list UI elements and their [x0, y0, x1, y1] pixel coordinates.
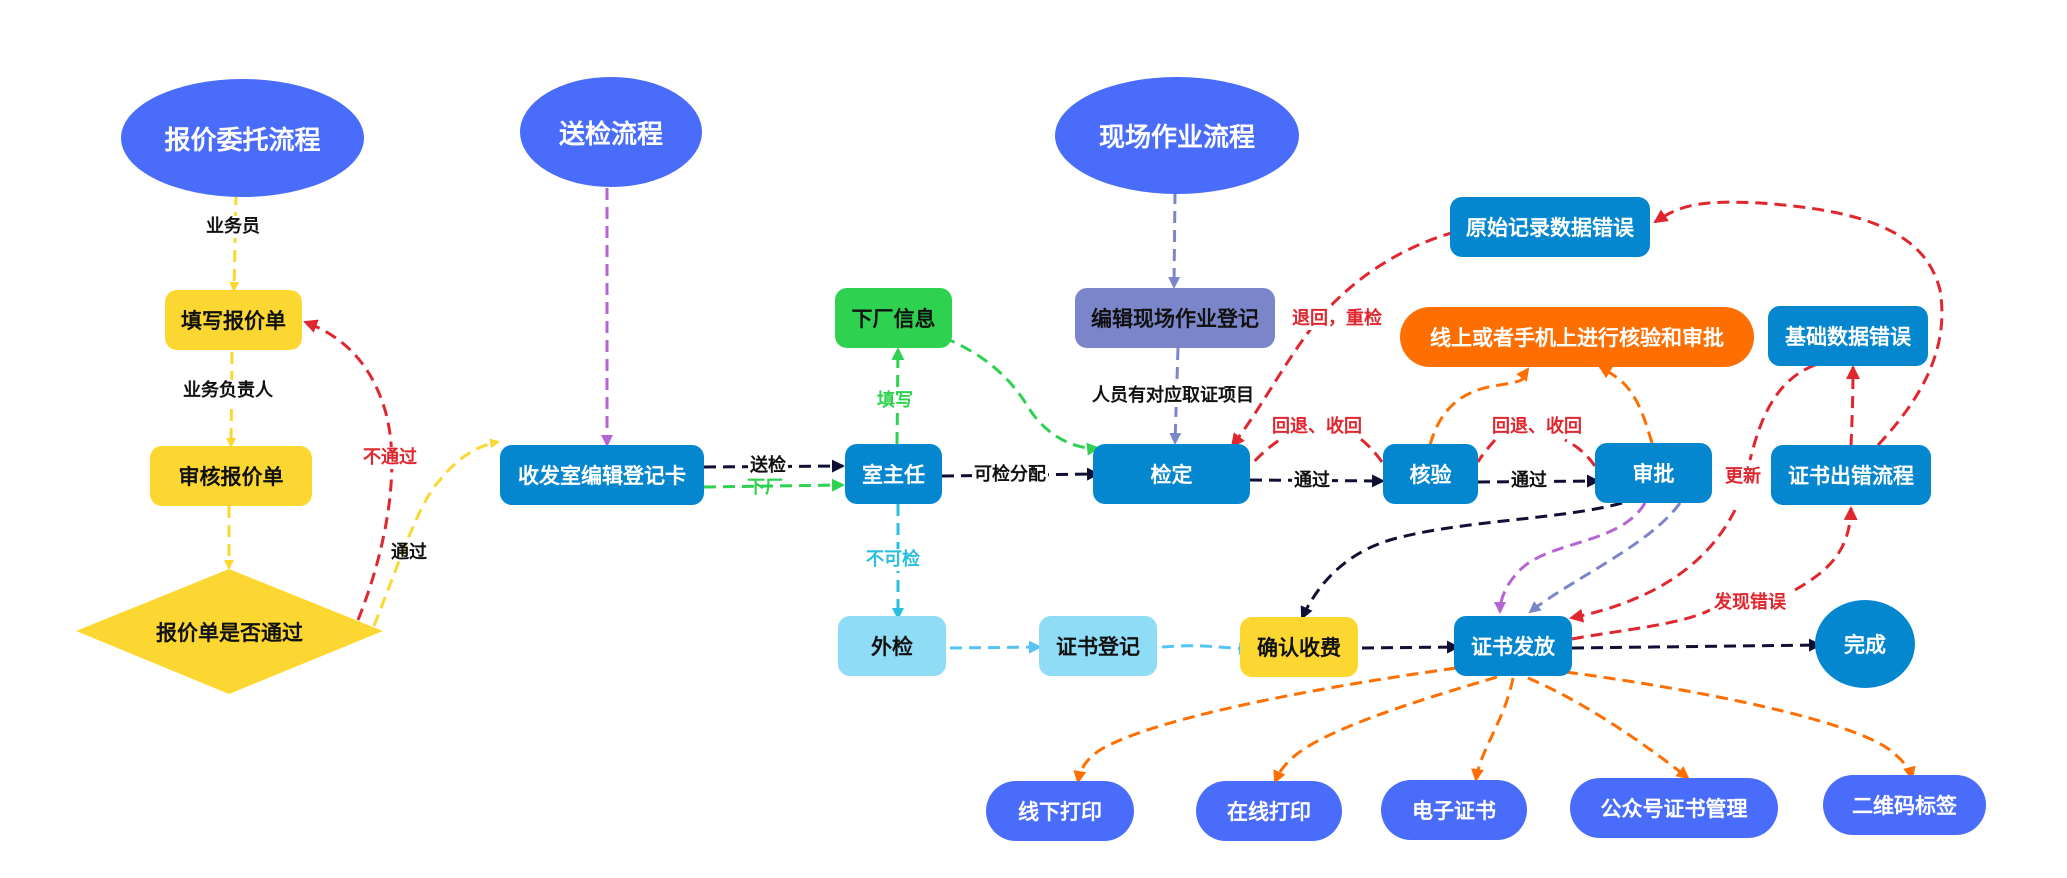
node-online-print[interactable]: 在线打印 [1196, 781, 1342, 841]
node-factory-info-label: 下厂信息 [851, 307, 936, 331]
edge-issue-to-ecert [1471, 677, 1515, 782]
edge-issue-to-done [1571, 638, 1822, 652]
label-rollback-1: 回退、收回 [1270, 416, 1364, 438]
node-director[interactable]: 室主任 [845, 444, 942, 504]
node-cert-register[interactable]: 证书登记 [1039, 616, 1157, 676]
node-fill-quote[interactable]: 填写报价单 [165, 290, 302, 350]
node-qr-label[interactable]: 二维码标签 [1823, 775, 1986, 835]
node-fill-quote-label: 填写报价单 [181, 309, 286, 333]
label-assignable: 可检分配 [972, 464, 1048, 486]
edge-approval-to-issue-lav [1528, 502, 1682, 614]
node-external[interactable]: 外检 [838, 616, 946, 676]
edge-reception-send-check [703, 459, 845, 473]
node-offline-print-label: 线下打印 [1018, 800, 1102, 824]
node-wechat-cert[interactable]: 公众号证书管理 [1570, 778, 1778, 838]
node-e-cert[interactable]: 电子证书 [1381, 780, 1527, 840]
label-pass-1: 通过 [1292, 470, 1332, 492]
node-cert-issue-label: 证书发放 [1471, 635, 1555, 659]
label-fill-in: 填写 [875, 390, 915, 412]
node-approval[interactable]: 审批 [1595, 443, 1712, 503]
node-base-data-error-label: 基础数据错误 [1785, 325, 1911, 349]
edge-decision-fail [303, 319, 394, 621]
node-quote-decision-label: 报价单是否通过 [156, 620, 303, 645]
edge-check-to-online [1428, 367, 1530, 446]
node-cert-register-label: 证书登记 [1056, 635, 1140, 659]
node-verification[interactable]: 检定 [1093, 444, 1250, 504]
node-offline-print[interactable]: 线下打印 [986, 781, 1134, 841]
start-quote-process[interactable]: 报价委托流程 [121, 79, 364, 197]
edge-external-to-register [949, 640, 1042, 654]
label-update: 更新 [1723, 466, 1763, 488]
node-reception-edit-label: 收发室编辑登记卡 [518, 464, 686, 488]
edge-field-to-edit [1168, 191, 1181, 289]
node-edit-field-label: 编辑现场作业登记 [1091, 307, 1259, 331]
node-confirm-fee-label: 确认收费 [1257, 636, 1341, 660]
edge-issue-to-qr [1565, 670, 1916, 780]
node-verification-label: 检定 [1150, 463, 1193, 487]
edge-approval-to-fee [1300, 501, 1623, 620]
label-sales-manager: 业务负责人 [181, 380, 275, 402]
start-field-process-label: 现场作业流程 [1098, 123, 1255, 153]
node-review-quote-label: 审核报价单 [178, 465, 284, 489]
edge-issue-to-offline [1073, 666, 1457, 784]
edge-approval-rollback [1476, 438, 1597, 467]
label-return-recheck: 退回，重检 [1290, 308, 1384, 330]
label-to-factory: 下厂 [747, 477, 783, 498]
node-raw-data-error-label: 原始记录数据错误 [1466, 216, 1634, 240]
node-base-data-error[interactable]: 基础数据错误 [1768, 306, 1928, 366]
edge-register-to-fee [1161, 641, 1252, 655]
label-passed: 通过 [391, 542, 427, 563]
node-cert-issue[interactable]: 证书发放 [1454, 616, 1572, 676]
edge-basedata-update [1571, 363, 1816, 618]
node-edit-field[interactable]: 编辑现场作业登记 [1075, 288, 1275, 348]
node-e-cert-label: 电子证书 [1412, 799, 1496, 823]
start-submit-process-label: 送检流程 [558, 119, 663, 150]
label-not-checkable: 不可检 [864, 549, 922, 571]
edge-approval-to-issue-purple [1494, 502, 1647, 614]
node-wechat-cert-label: 公众号证书管理 [1600, 797, 1748, 821]
node-reception-edit[interactable]: 收发室编辑登记卡 [500, 445, 704, 505]
start-submit-process[interactable]: 送检流程 [520, 77, 702, 187]
edge-certerror-to-raw [1653, 200, 1944, 447]
label-found-error: 发现错误 [1712, 592, 1788, 614]
node-online-print-label: 在线打印 [1227, 800, 1311, 824]
label-not-passed: 不通过 [361, 447, 419, 469]
node-check[interactable]: 核验 [1383, 444, 1478, 504]
edge-issue-to-online [1273, 675, 1498, 784]
start-quote-process-label: 报价委托流程 [164, 125, 321, 156]
node-raw-data-error[interactable]: 原始记录数据错误 [1450, 197, 1650, 257]
start-field-process[interactable]: 现场作业流程 [1055, 77, 1299, 194]
node-confirm-fee[interactable]: 确认收费 [1240, 617, 1358, 677]
node-online-review[interactable]: 线上或者手机上进行核验和审批 [1400, 307, 1754, 367]
label-qualified-staff: 人员有对应取证项目 [1090, 385, 1256, 407]
node-review-quote[interactable]: 审核报价单 [150, 446, 312, 506]
node-factory-info[interactable]: 下厂信息 [835, 288, 952, 348]
edge-reception-to-factory [703, 478, 845, 492]
edge-issue-to-wechat [1527, 676, 1690, 780]
node-quote-decision[interactable]: 报价单是否通过 [76, 569, 383, 694]
edge-certerror-to-base [1845, 365, 1860, 447]
node-done[interactable]: 完成 [1815, 600, 1915, 688]
decision-diamond-shape [76, 569, 383, 694]
node-done-label: 完成 [1844, 633, 1886, 657]
edge-fee-to-issue [1361, 640, 1460, 654]
node-online-review-label: 线上或者手机上进行核验和审批 [1430, 326, 1724, 350]
label-salesman: 业务员 [204, 216, 262, 238]
edge-start-to-fill [229, 192, 240, 292]
node-director-label: 室主任 [862, 463, 925, 487]
node-cert-error-process-label: 证书出错流程 [1788, 464, 1914, 488]
edge-factory-to-verify [889, 316, 1100, 456]
edge-issue-found-error [1571, 508, 1851, 641]
node-check-label: 核验 [1409, 463, 1452, 487]
label-send-check: 送检 [748, 455, 788, 477]
node-approval-label: 审批 [1632, 462, 1675, 486]
edge-decision-pass [372, 438, 500, 627]
label-pass-2: 通过 [1509, 470, 1549, 492]
label-rollback-2: 回退、收回 [1490, 416, 1584, 438]
node-external-label: 外检 [871, 635, 913, 659]
edge-approval-to-online [1598, 365, 1654, 444]
node-cert-error-process[interactable]: 证书出错流程 [1771, 445, 1931, 505]
node-qr-label-label: 二维码标签 [1852, 794, 1957, 818]
